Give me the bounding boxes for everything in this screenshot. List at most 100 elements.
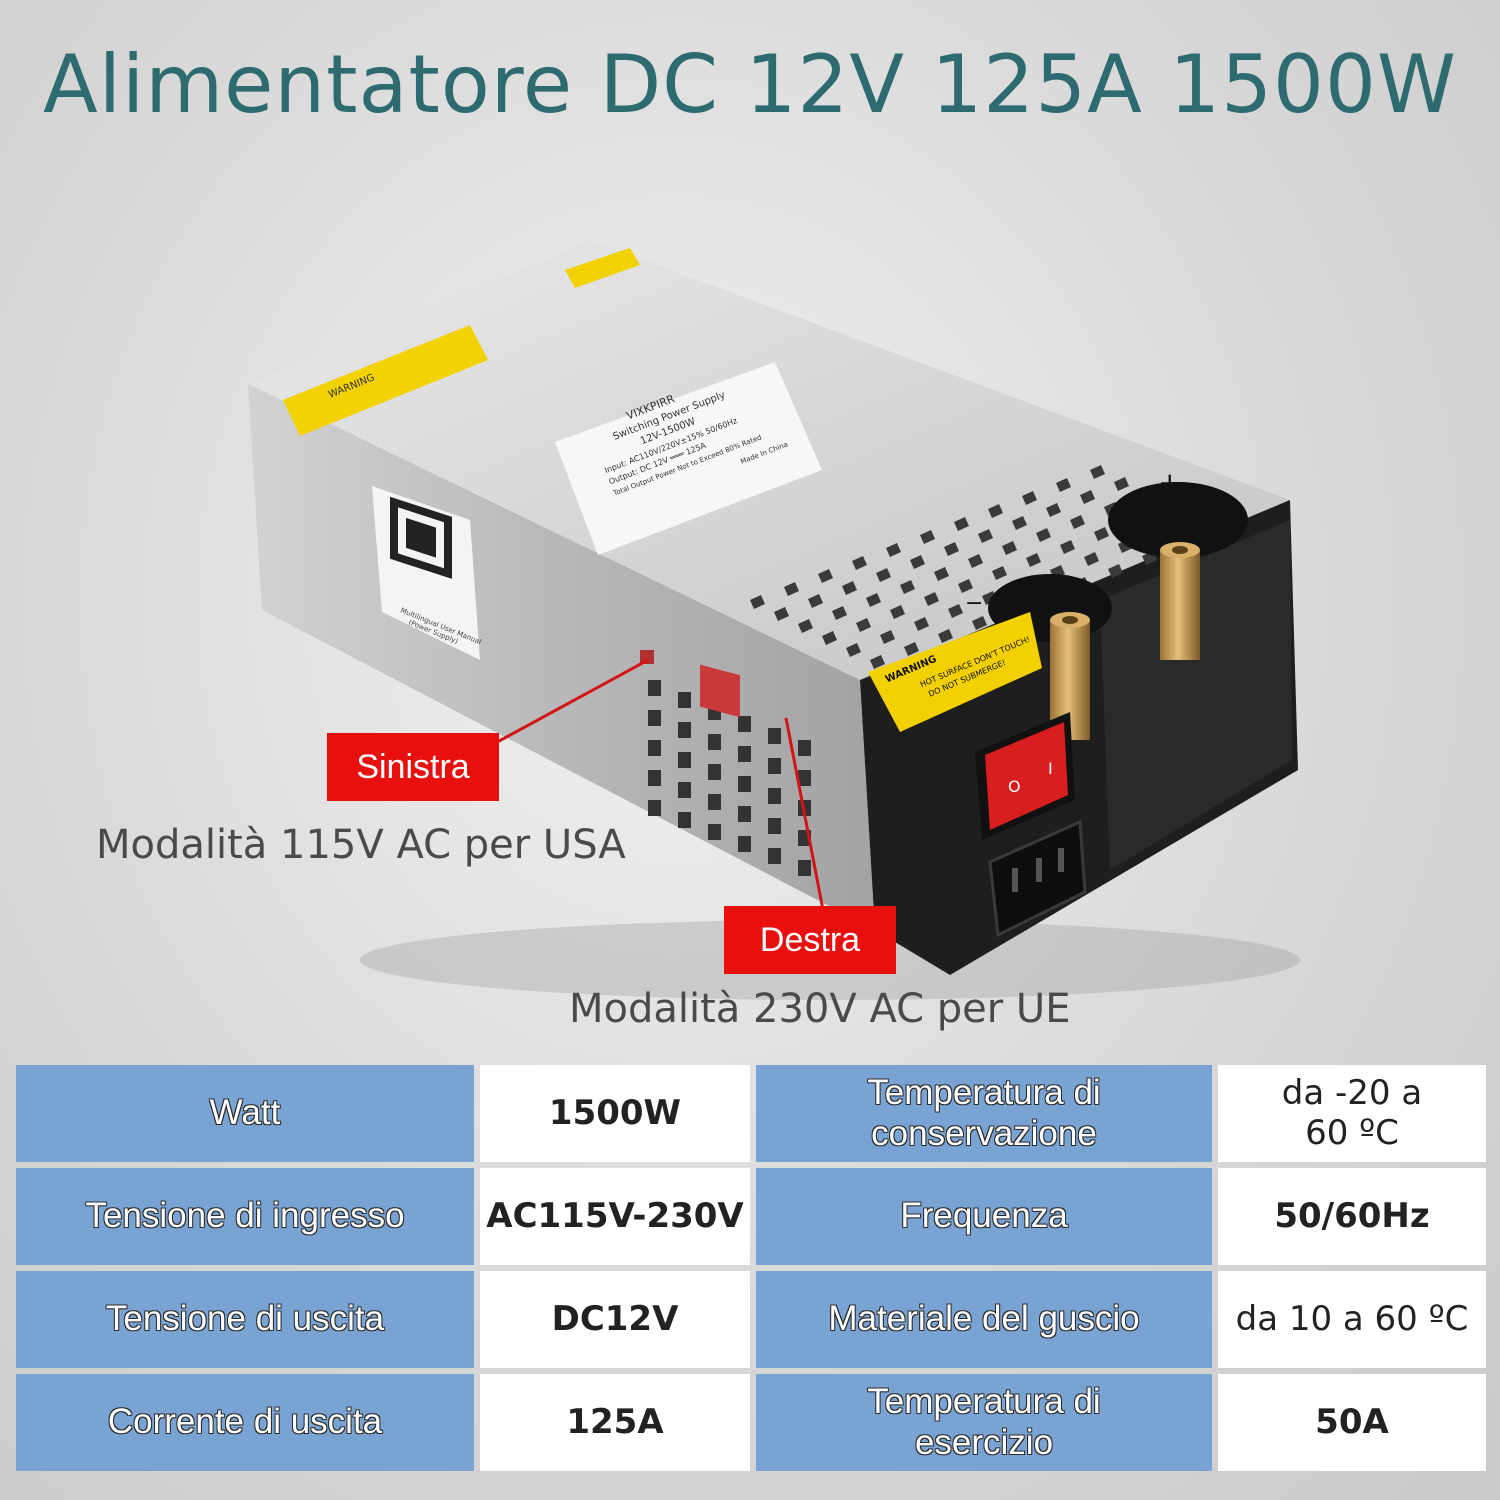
vent-hole xyxy=(1070,515,1085,529)
spec-value-storage-temp: da -20 a 60 ºC xyxy=(1218,1065,1486,1162)
vent-hole xyxy=(910,555,925,569)
side-vent-hole xyxy=(738,776,751,792)
vent-hole xyxy=(1114,477,1129,491)
spec-table: Watt 1500W Temperatura di conservazione … xyxy=(16,1065,1486,1478)
vent-hole xyxy=(1060,540,1075,554)
right-mode-text: Modalità 230V AC per UE xyxy=(569,986,1071,1032)
vent-hole xyxy=(1090,465,1105,479)
ac-power-socket xyxy=(988,819,1087,938)
side-vent-hole xyxy=(648,770,661,786)
product-label: VIXKPIRR Switching Power Supply 12V-1500… xyxy=(555,362,822,555)
left-mode-text: Modalità 115V AC per USA xyxy=(96,822,626,868)
vent-hole xyxy=(1026,553,1041,567)
vent-hole xyxy=(876,568,891,582)
side-vent-hole xyxy=(708,734,721,750)
side-vent-hole xyxy=(708,824,721,840)
side-vent-hole xyxy=(768,728,781,744)
vent-hole xyxy=(866,593,881,607)
vent-hole xyxy=(842,581,857,595)
vent-hole xyxy=(1080,490,1095,504)
spec-label-storage-temp: Temperatura di conservazione xyxy=(756,1065,1212,1162)
vent-hole xyxy=(920,530,935,544)
vent-hole xyxy=(1012,516,1027,530)
vent-hole xyxy=(948,604,963,618)
vent-hole xyxy=(822,631,837,645)
vent-hole xyxy=(1022,491,1037,505)
vent-hole xyxy=(856,618,871,632)
vent-hole xyxy=(954,517,969,531)
vent-hole xyxy=(808,594,823,608)
vent-hole xyxy=(992,566,1007,580)
spec-value-input-voltage: AC115V-230V xyxy=(480,1168,750,1265)
spec-label-operating-temp: Temperatura di esercizio xyxy=(756,1374,1212,1471)
spec-value-shell-material: da 10 a 60 ºC xyxy=(1218,1271,1486,1368)
side-vent-hole xyxy=(738,746,751,762)
vent-hole xyxy=(934,567,949,581)
spec-label-output-voltage: Tensione di uscita xyxy=(16,1271,474,1368)
vent-hole xyxy=(1094,527,1109,541)
side-vent-hole xyxy=(648,680,661,696)
vent-hole xyxy=(1046,503,1061,517)
vent-hole xyxy=(904,642,919,656)
vent-hole xyxy=(988,504,1003,518)
side-vent-hole xyxy=(798,860,811,876)
vent-hole xyxy=(798,619,813,633)
vent-hole xyxy=(852,556,867,570)
spec-label-watt: Watt xyxy=(16,1065,474,1162)
vent-hole xyxy=(1084,552,1099,566)
vent-hole xyxy=(958,579,973,593)
vent-hole xyxy=(750,595,765,609)
side-vent-hole xyxy=(738,836,751,852)
vent-hole xyxy=(870,655,885,669)
side-vent-hole xyxy=(798,740,811,756)
vent-hole xyxy=(886,543,901,557)
spec-value-operating-temp: 50A xyxy=(1218,1374,1486,1471)
vent-hole xyxy=(1108,564,1123,578)
side-vent-hole xyxy=(738,806,751,822)
vent-hole xyxy=(1036,528,1051,542)
side-vent-hole xyxy=(678,722,691,738)
side-vent-hole xyxy=(768,758,781,774)
side-vent-hole xyxy=(678,812,691,828)
side-vent-hole xyxy=(648,710,661,726)
side-vent-hole xyxy=(798,770,811,786)
spec-label-input-voltage: Tensione di ingresso xyxy=(16,1168,474,1265)
vent-hole xyxy=(972,616,987,630)
side-vent-hole xyxy=(738,716,751,732)
vent-hole xyxy=(924,592,939,606)
power-supply-image: WARNING VIXKPIRR Switching Power Supply … xyxy=(248,240,1300,1000)
side-vent-grid xyxy=(648,680,811,876)
spec-value-output-current: 125A xyxy=(480,1374,750,1471)
side-vent-hole xyxy=(768,788,781,804)
page-title: Alimentatore DC 12V 125A 1500W xyxy=(43,38,1457,131)
spec-value-frequency: 50/60Hz xyxy=(1218,1168,1486,1265)
vent-hole xyxy=(900,580,915,594)
right-mode-tag: Destra xyxy=(724,906,896,974)
terminal-minus-mark: − xyxy=(965,591,983,616)
spec-label-output-current: Corrente di uscita xyxy=(16,1374,474,1471)
spec-value-output-voltage: DC12V xyxy=(480,1271,750,1368)
spec-label-frequency: Frequenza xyxy=(756,1168,1212,1265)
side-vent-hole xyxy=(708,794,721,810)
switch-on-mark: I xyxy=(1048,759,1053,778)
power-rocker-switch[interactable]: O I xyxy=(975,712,1075,840)
right-pointer-line xyxy=(784,717,825,911)
left-mode-tag: Sinistra xyxy=(327,733,499,801)
side-vent-hole xyxy=(678,782,691,798)
vent-hole xyxy=(890,605,905,619)
vent-hole xyxy=(1002,541,1017,555)
vent-hole xyxy=(944,542,959,556)
switch-off-mark: O xyxy=(1008,777,1021,796)
side-vent-hole xyxy=(768,848,781,864)
spec-label-shell-material: Materiale del guscio xyxy=(756,1271,1212,1368)
vent-hole xyxy=(846,643,861,657)
side-vent-hole xyxy=(678,752,691,768)
terminal-plus-mark: + xyxy=(1158,466,1181,499)
vent-hole xyxy=(880,630,895,644)
side-vent-hole xyxy=(678,692,691,708)
spec-value-watt: 1500W xyxy=(480,1065,750,1162)
side-vent-hole xyxy=(648,740,661,756)
vent-hole xyxy=(774,607,789,621)
top-warning-sticker: WARNING xyxy=(283,325,488,436)
voltage-selector-switch[interactable] xyxy=(700,664,740,718)
